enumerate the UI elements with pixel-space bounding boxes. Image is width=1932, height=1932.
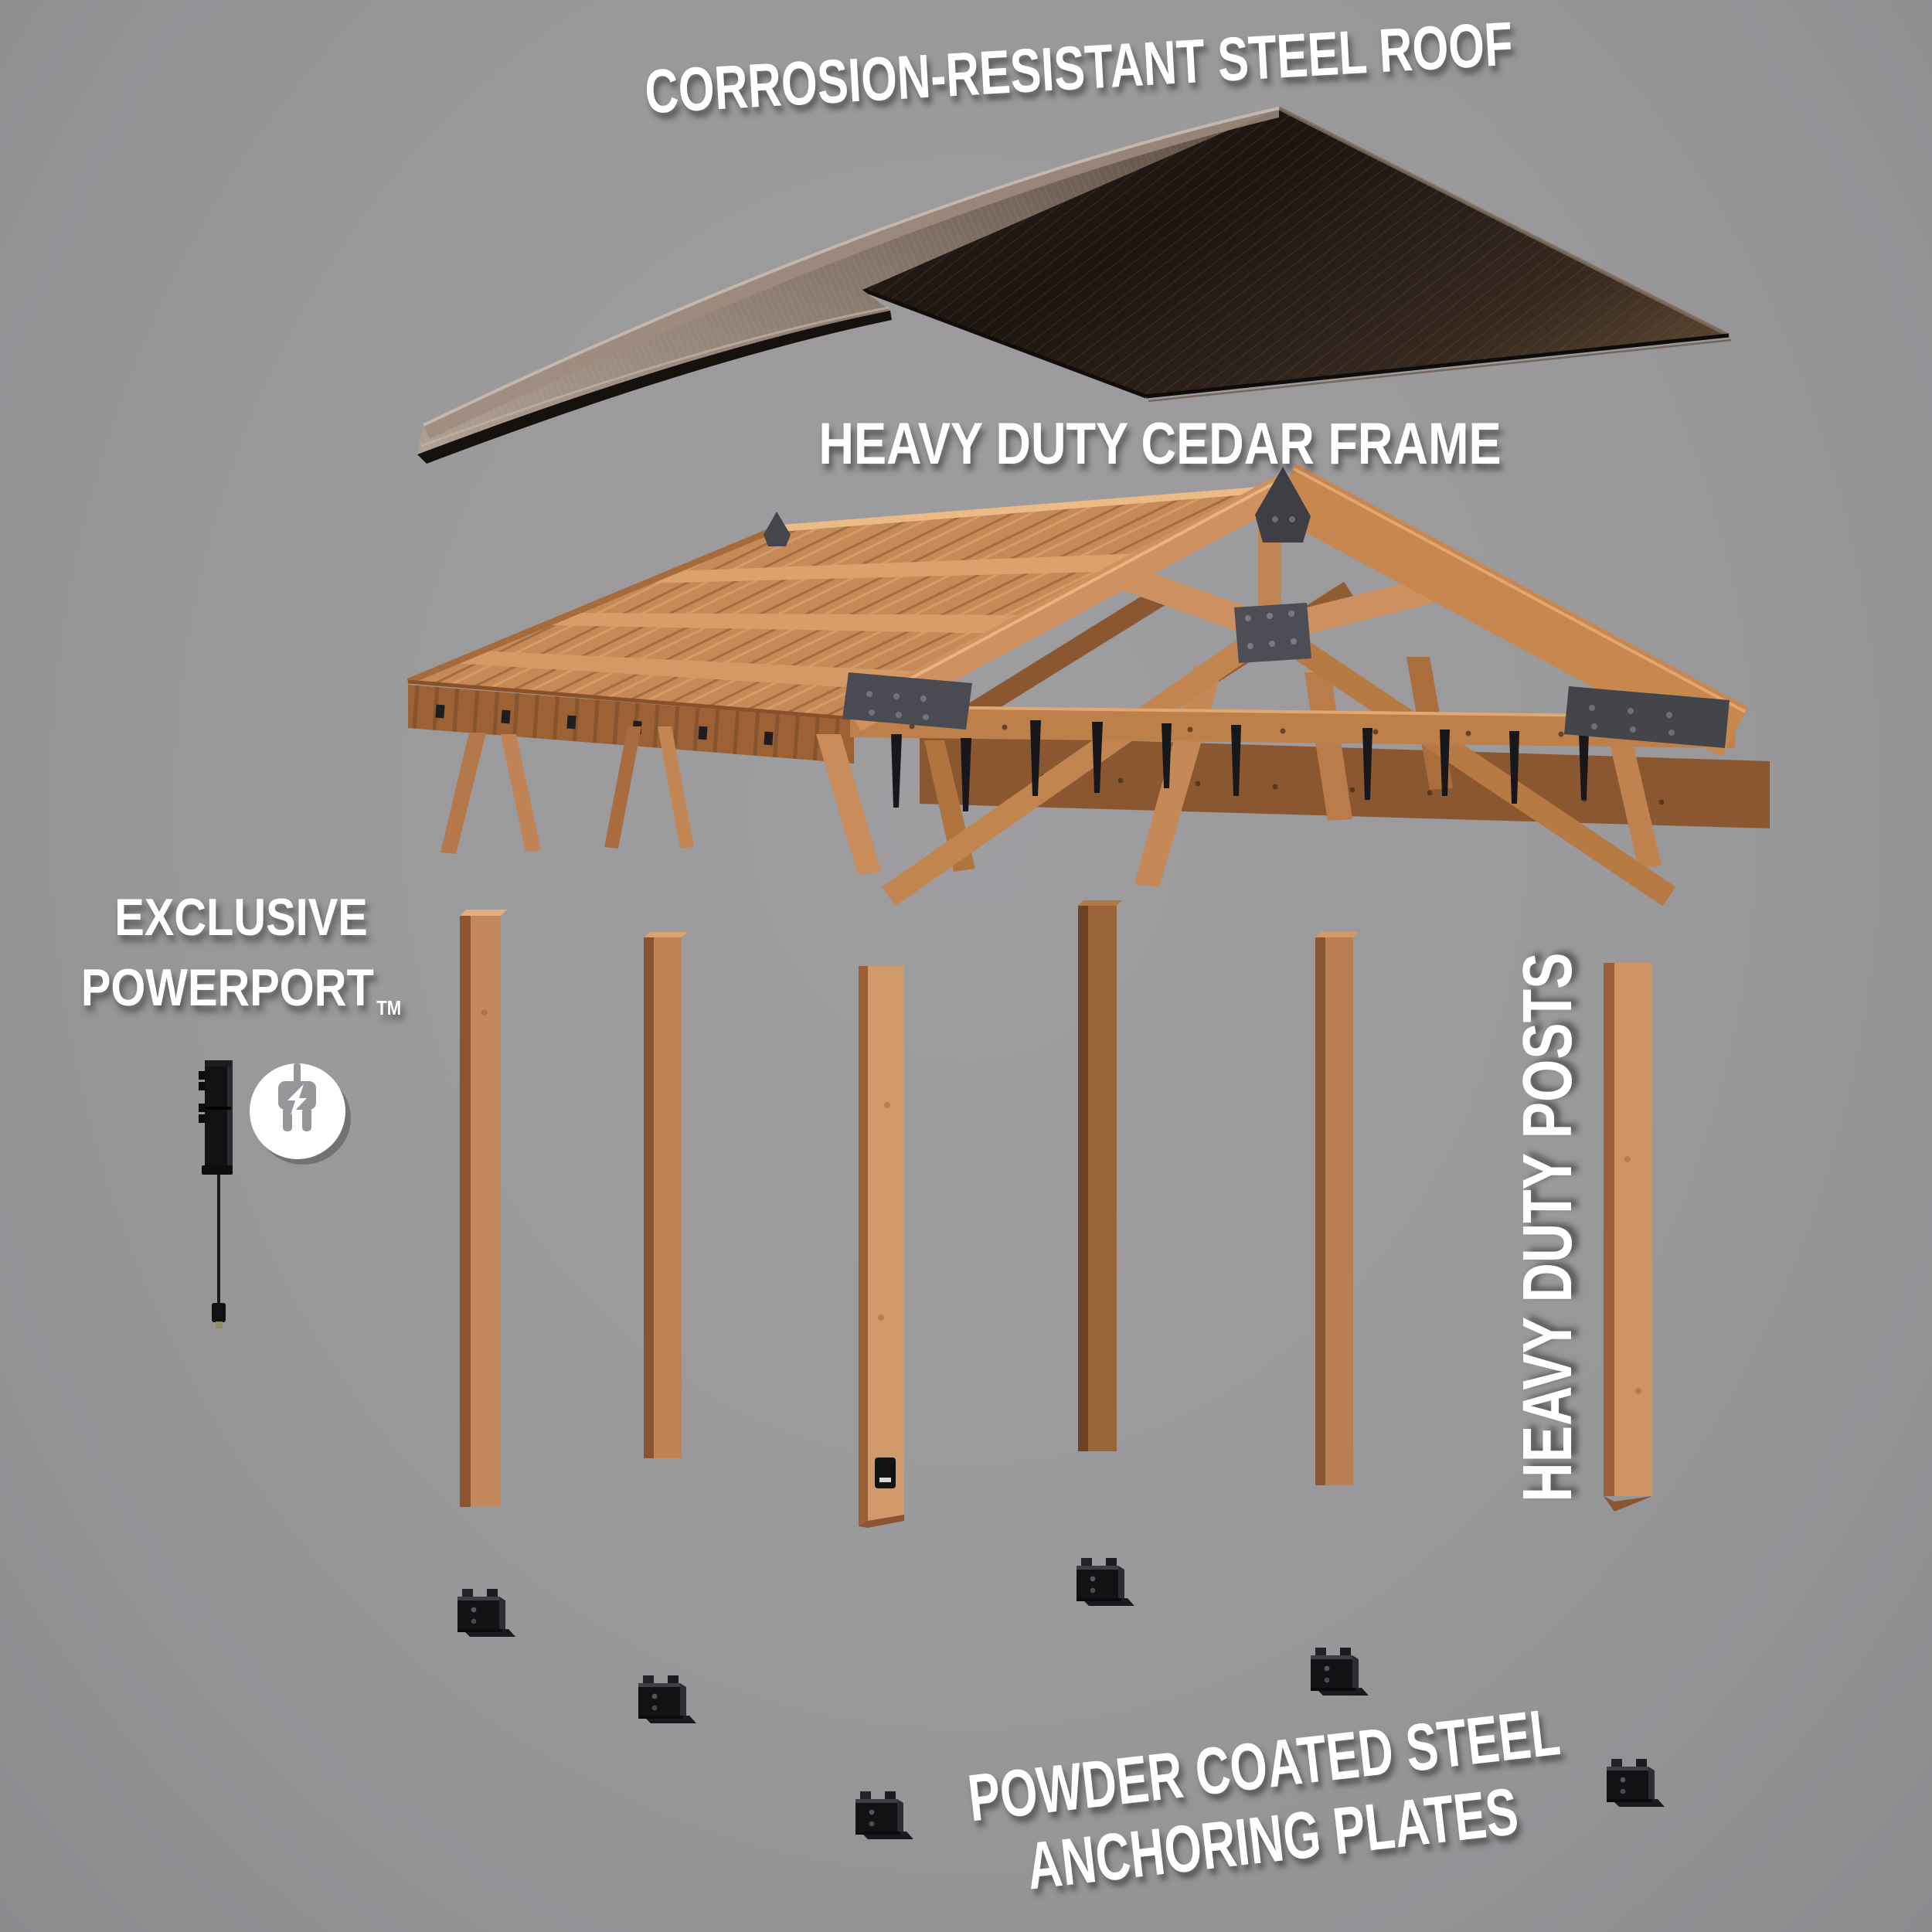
wooden-post-1 [460, 910, 507, 1507]
wooden-post-6 [1604, 963, 1652, 1512]
powerport-device [199, 1060, 233, 1328]
wooden-post-5 [1315, 932, 1359, 1485]
heavy-duty-posts [460, 900, 1652, 1528]
wooden-post-2 [644, 932, 688, 1458]
frame-callout-label: HEAVY DUTY CEDAR FRAME [818, 411, 1502, 477]
anchor-plate-5 [1311, 1648, 1369, 1696]
cedar-frame [406, 464, 1770, 906]
anchor-plate-1 [457, 1589, 515, 1637]
anchor-plate-2 [638, 1675, 696, 1723]
anchor-plate-6 [1607, 1759, 1665, 1807]
anchor-plate-3 [855, 1791, 913, 1839]
posts-callout-label: HEAVY DUTY POSTS [1509, 952, 1587, 1502]
steel-roof [417, 106, 1732, 464]
trademark-symbol: TM [376, 996, 402, 1019]
powerport-outlet [875, 1458, 896, 1488]
wooden-post-4 [1078, 900, 1122, 1451]
wooden-post-3 [859, 966, 904, 1528]
power-plug-icon [250, 1063, 351, 1165]
powerport-label-line1: EXCLUSIVE [114, 888, 368, 947]
anchor-plate-4 [1077, 1558, 1134, 1606]
